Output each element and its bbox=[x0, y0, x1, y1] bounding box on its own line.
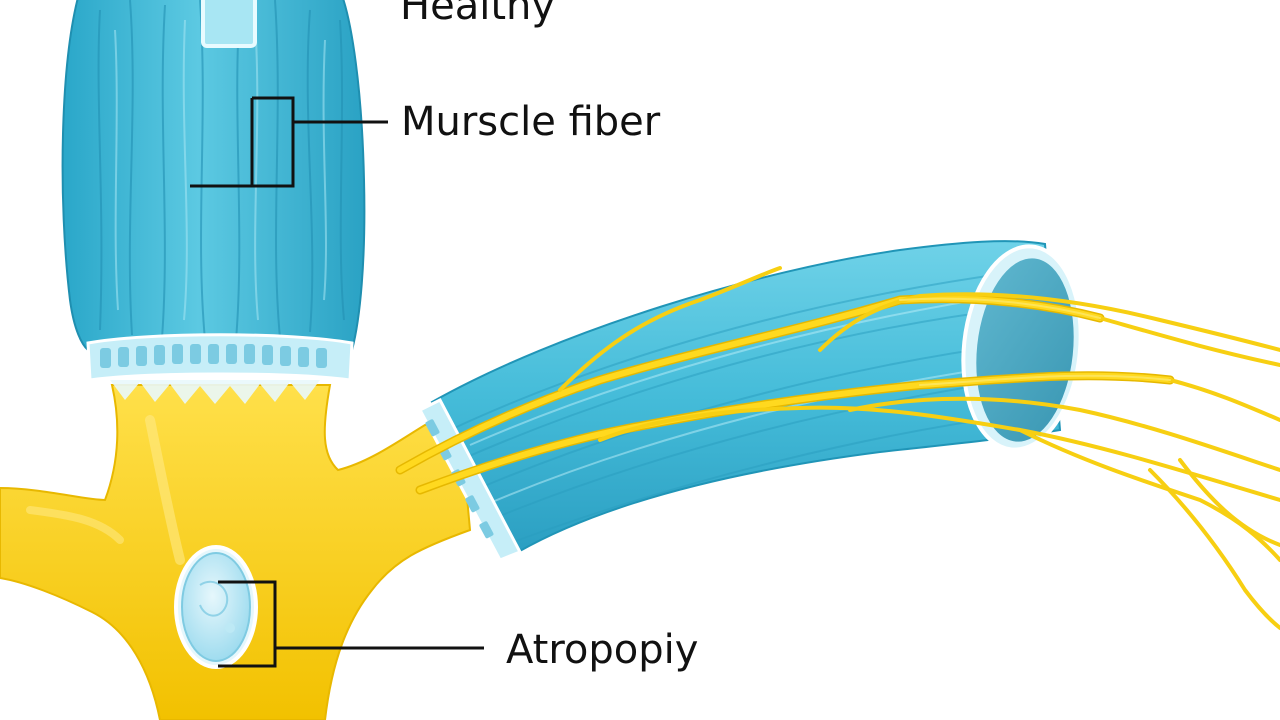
label-muscle-fiber: Murscle fiber bbox=[401, 99, 661, 145]
cell-nucleus bbox=[174, 545, 258, 669]
nerve-branches bbox=[395, 266, 1280, 630]
fiber-bracket bbox=[250, 96, 295, 188]
nucleus-bracket bbox=[218, 580, 277, 668]
label-healthy: Healthy bbox=[400, 0, 556, 29]
healthy-muscle-fiber bbox=[61, 0, 366, 404]
label-leaders bbox=[190, 96, 484, 668]
label-atrophy: Atropopiy bbox=[506, 627, 699, 673]
